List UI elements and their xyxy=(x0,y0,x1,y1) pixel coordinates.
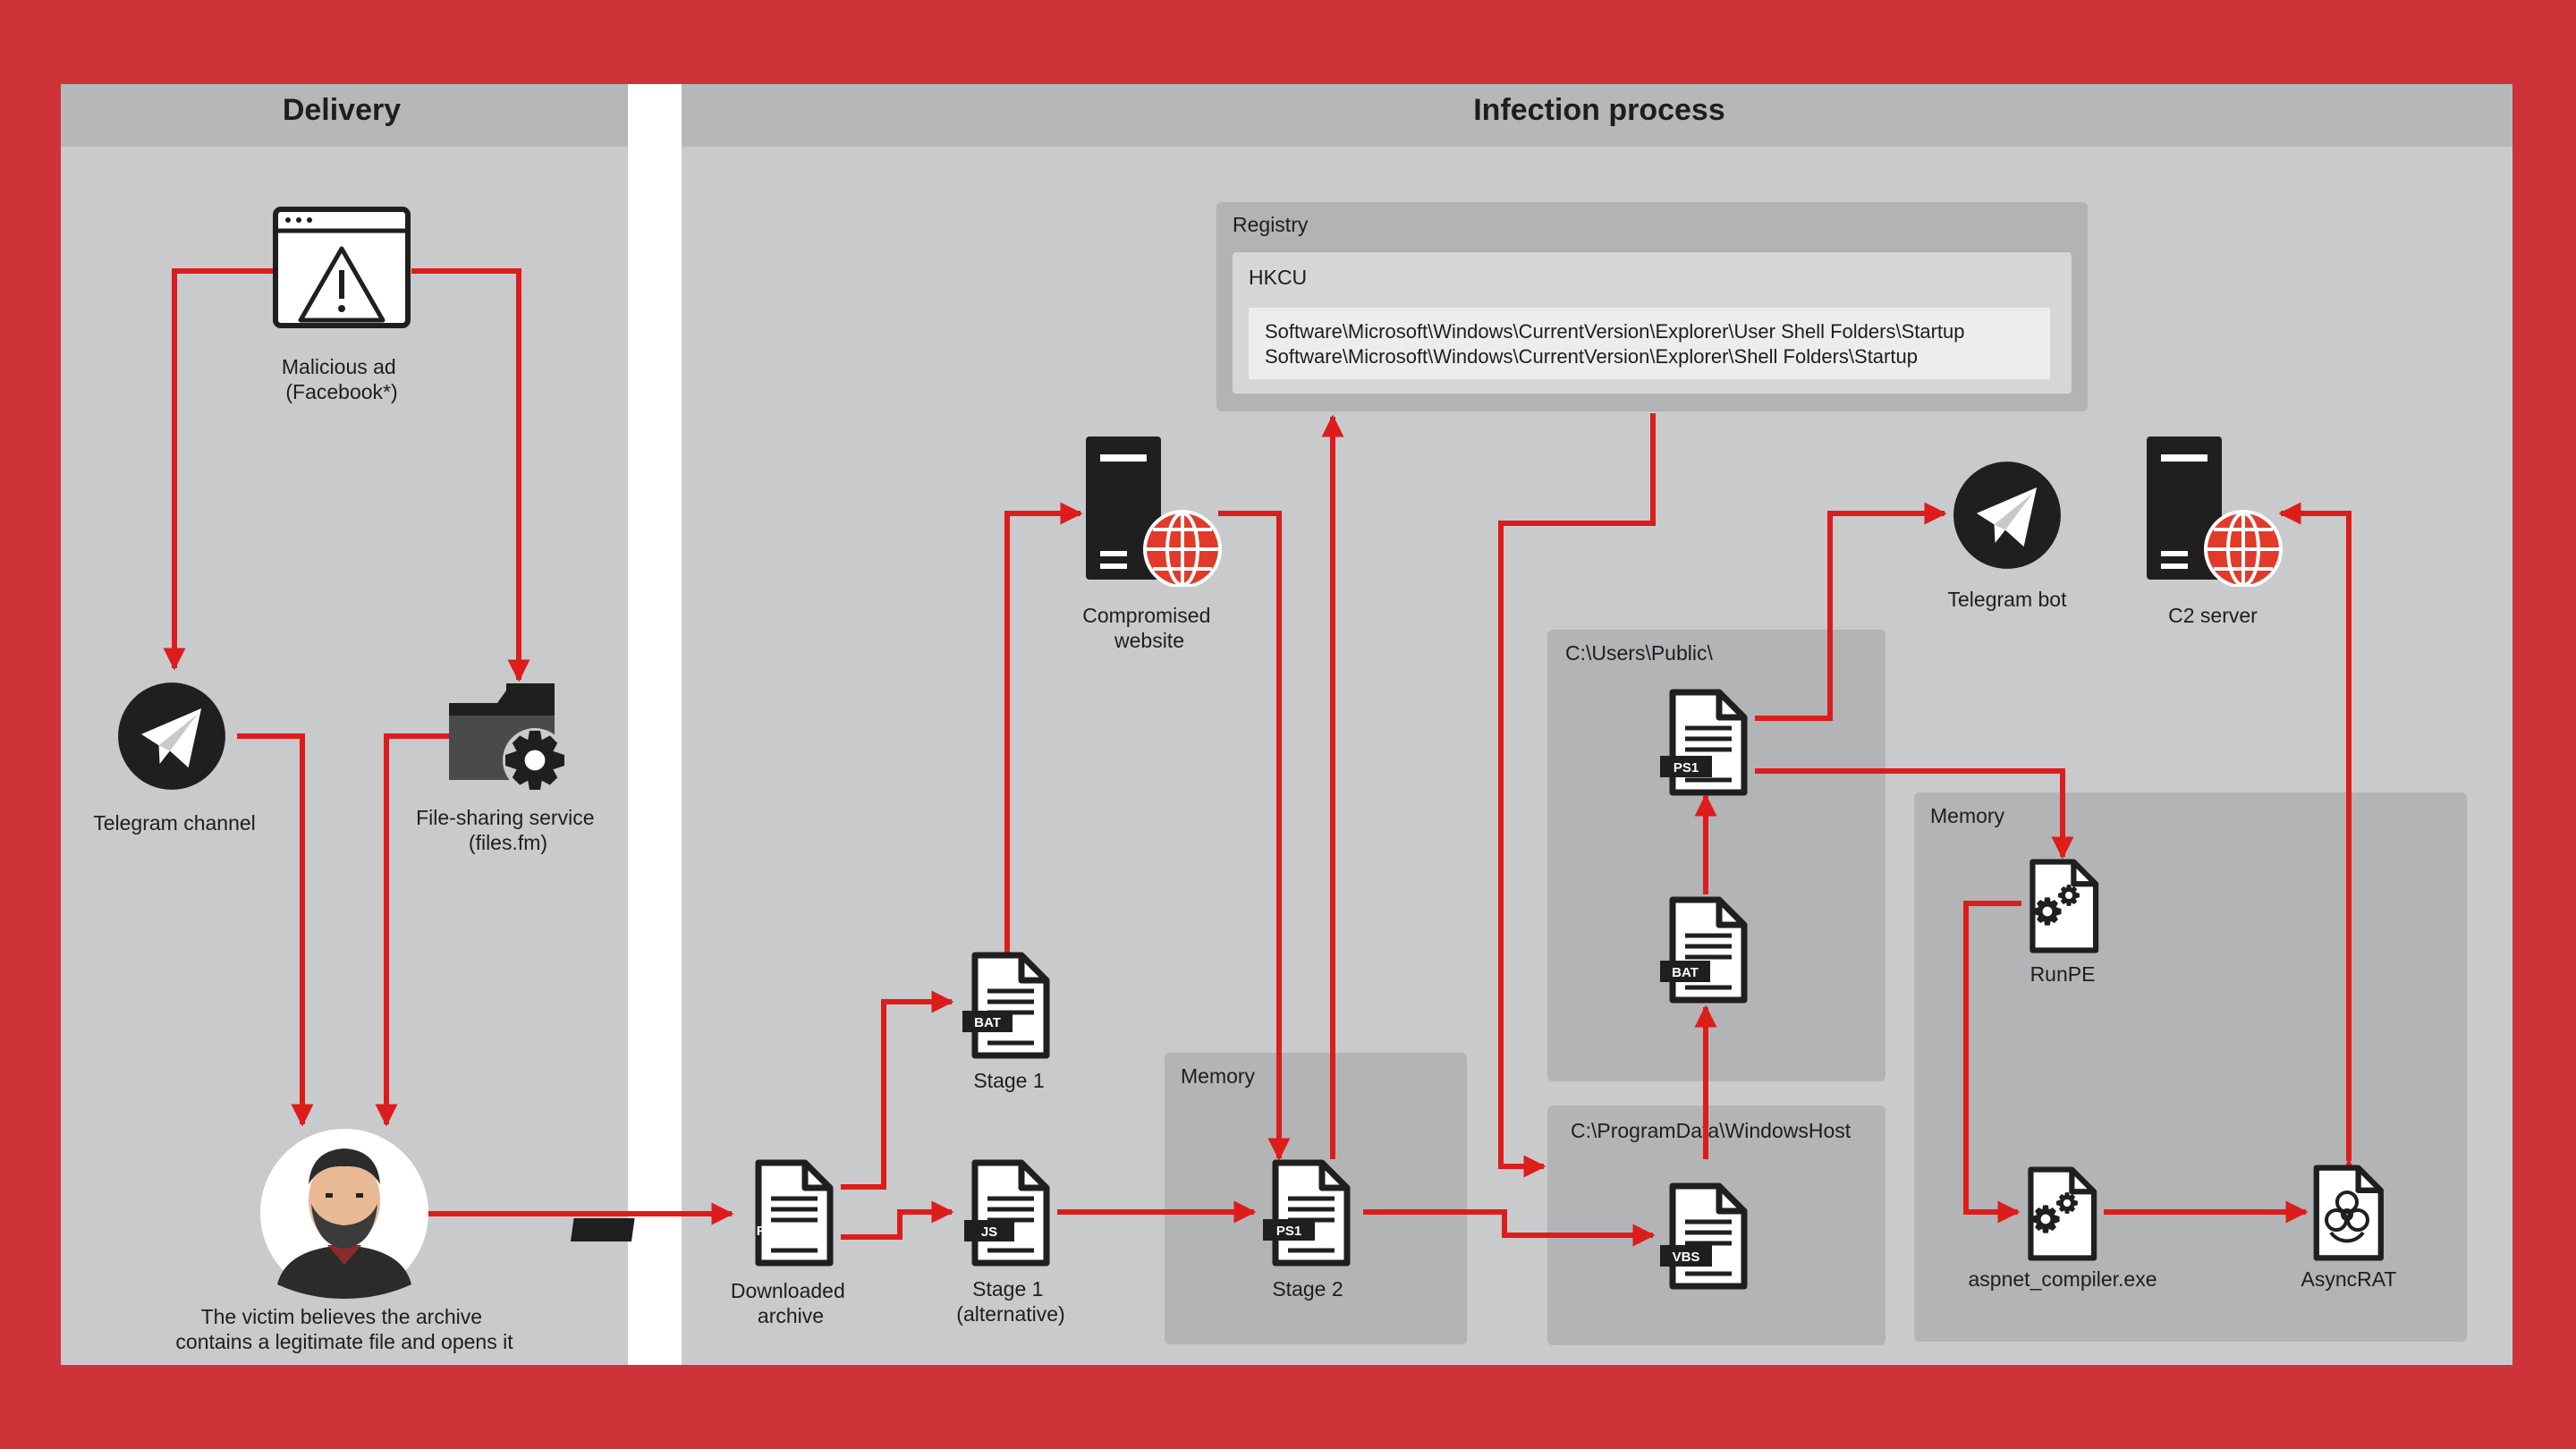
ps1-tag-public-text: PS1 xyxy=(1674,760,1699,775)
js-tag-text: JS xyxy=(981,1224,997,1240)
telegram-icon xyxy=(118,682,225,790)
telegram-bot-label: Telegram bot xyxy=(1948,588,2068,611)
arrow-stage1-to-website xyxy=(1004,502,1083,955)
arrow-asyncrat-c2-link xyxy=(2278,502,2360,1182)
delivery-panel-title: Delivery xyxy=(283,93,401,127)
ps1-tag-public xyxy=(1660,756,1712,777)
folder-gear-icon xyxy=(449,683,567,792)
compromised-website-node: Compromised website xyxy=(1082,435,1224,652)
file-sharing-label: File-sharing service (files.fm) xyxy=(416,806,600,854)
arrow-ad-to-file-sharing xyxy=(411,268,530,682)
c2-server-label: C2 server xyxy=(2168,604,2258,627)
document-icon xyxy=(1673,1186,1744,1286)
hkcu-label: HKCU xyxy=(1249,266,1307,289)
memory-right-box: Memory xyxy=(1914,792,2467,1342)
telegram-icon xyxy=(1953,462,2061,569)
registry-title: Registry xyxy=(1233,213,1309,236)
rar-tag xyxy=(570,1218,635,1241)
arrow-archive-to-stage1-alt xyxy=(841,1200,954,1240)
telegram-bot-node: Telegram bot xyxy=(1948,462,2068,611)
stage2-label: Stage 2 xyxy=(1272,1277,1343,1301)
registry-key-2: Software\Microsoft\Windows\CurrentVersio… xyxy=(1265,345,1918,368)
c2-server-node: C2 server xyxy=(2145,435,2284,627)
gears-document-icon xyxy=(2030,1170,2094,1258)
gears-document-icon xyxy=(2032,862,2096,951)
programdata-label: C:\ProgramData\WindowsHost xyxy=(1571,1119,1852,1142)
bat-tag-public xyxy=(1660,961,1710,982)
stage1-alt-node: JS Stage 1 (alternative) xyxy=(956,1163,1065,1326)
arrow-archive-to-stage1 xyxy=(841,990,954,1190)
users-public-box: C:\Users\Public\ xyxy=(1547,630,1885,1081)
memory-stage2-label: Memory xyxy=(1181,1064,1256,1088)
biohazard-document-icon xyxy=(2317,1168,2381,1258)
telegram-channel-node: Telegram channel xyxy=(93,682,256,835)
panel-divider xyxy=(628,84,682,1365)
bat-tag-stage1-text: BAT xyxy=(974,1015,1001,1030)
document-icon xyxy=(975,955,1046,1055)
stage1-label: Stage 1 xyxy=(973,1069,1044,1092)
malicious-ad-label: Malicious ad (Facebook*) xyxy=(282,355,402,403)
registry-keys-box xyxy=(1249,308,2050,379)
victim-label: The victim believes the archive contains… xyxy=(175,1305,513,1353)
memory-right-label: Memory xyxy=(1930,804,2005,827)
arrow-telegram-channel-to-victim xyxy=(237,733,314,1127)
arrow-ps1-to-runpe xyxy=(1755,768,2074,860)
arrow-ps1-to-telegram-bot xyxy=(1755,502,1947,721)
arrow-website-to-stage2 xyxy=(1218,511,1291,1161)
vbs-node: VBS xyxy=(1660,1186,1744,1286)
downloaded-archive-label: Downloaded archive xyxy=(731,1279,851,1327)
bat-tag-stage1 xyxy=(962,1011,1013,1032)
infection-panel-title: Infection process xyxy=(1473,93,1725,127)
infection-panel-header xyxy=(682,84,2512,147)
flow-arrows xyxy=(163,268,2360,1247)
vbs-tag xyxy=(1660,1245,1712,1267)
document-icon xyxy=(758,1163,830,1263)
runpe-label: RunPE xyxy=(2030,962,2096,986)
aspnet-compiler-label: aspnet_compiler.exe xyxy=(1969,1267,2157,1291)
ps1-tag-stage2-text: PS1 xyxy=(1276,1224,1301,1239)
document-icon xyxy=(1673,692,1744,792)
runpe-node: RunPE xyxy=(2030,862,2097,986)
asyncrat-node: AsyncRAT xyxy=(2301,1168,2397,1291)
document-icon xyxy=(1275,1163,1347,1263)
arrow-registry-to-programdata xyxy=(1498,413,1656,1178)
users-public-label: C:\Users\Public\ xyxy=(1565,641,1713,665)
arrow-file-sharing-to-victim xyxy=(375,733,449,1127)
browser-warning-icon xyxy=(273,207,411,328)
arrow-ad-to-telegram-channel xyxy=(163,268,273,671)
ps1-public-node: PS1 xyxy=(1660,692,1744,792)
vbs-tag-text: VBS xyxy=(1673,1250,1700,1265)
js-tag xyxy=(964,1220,1014,1241)
person-avatar-icon xyxy=(260,1129,428,1299)
malicious-ad-node: Malicious ad (Facebook*) xyxy=(273,207,411,403)
registry-key-1: Software\Microsoft\Windows\CurrentVersio… xyxy=(1265,320,1965,343)
aspnet-compiler-node: aspnet_compiler.exe xyxy=(1969,1170,2157,1291)
victim-node: The victim believes the archive contains… xyxy=(175,1129,513,1353)
bat-tag-public-text: BAT xyxy=(1672,965,1699,980)
downloaded-archive-node: RAR Downloaded archive xyxy=(570,1163,851,1327)
compromised-website-label: Compromised website xyxy=(1082,604,1216,652)
registry-box: Registry HKCU Software\Microsoft\Windows… xyxy=(1216,202,2088,411)
document-icon xyxy=(975,1163,1046,1263)
stage1-node: BAT Stage 1 xyxy=(962,955,1046,1092)
stage1-alt-label: Stage 1 (alternative) xyxy=(956,1277,1064,1326)
file-sharing-node: File-sharing service (files.fm) xyxy=(416,683,600,854)
arrow-stage2-to-vbs xyxy=(1363,1209,1656,1247)
asyncrat-label: AsyncRAT xyxy=(2301,1267,2397,1291)
delivery-panel-header xyxy=(61,84,628,147)
rar-tag-text: RAR xyxy=(757,1224,786,1239)
stage2-node: PS1 Stage 2 xyxy=(1263,1163,1347,1301)
telegram-channel-label: Telegram channel xyxy=(93,811,256,835)
document-icon xyxy=(1673,900,1744,1000)
arrow-runpe-to-aspnet xyxy=(1963,901,2021,1224)
bat-public-node: BAT xyxy=(1660,900,1744,1000)
ps1-tag-stage2 xyxy=(1263,1219,1315,1241)
